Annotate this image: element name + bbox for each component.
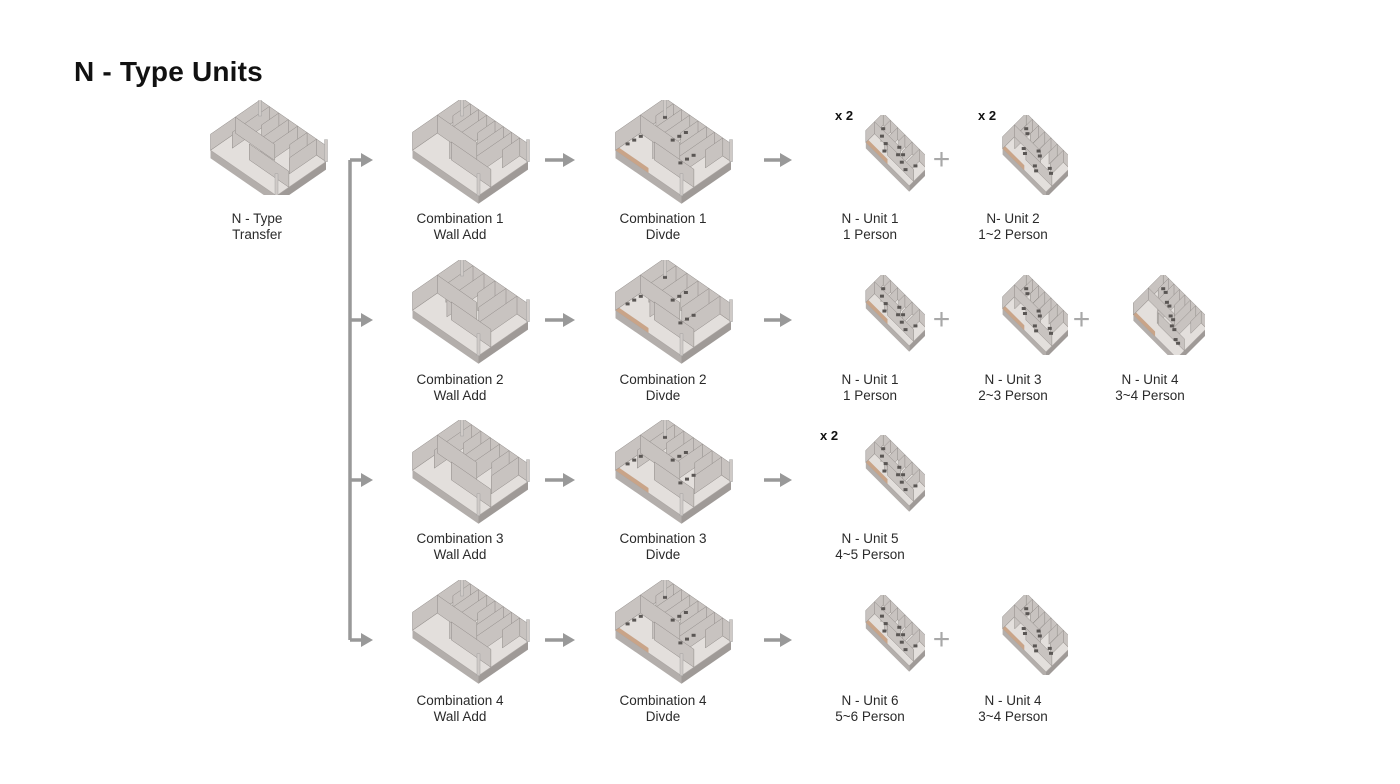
- unit-thumbnail-row-1-1: [865, 115, 925, 192]
- wall-label-row-1-line2: Wall Add: [433, 227, 487, 242]
- wall-plan-thumbnail-row-3: [411, 420, 530, 524]
- wall-label-row-4-line1: Combination 4: [416, 693, 504, 708]
- unit-label-row-3-1-line2: 4~5 Person: [835, 547, 905, 562]
- divide-label-row-4-line2: Divde: [645, 709, 681, 724]
- unit-label-row-2-3-line1: N - Unit 4: [1121, 372, 1179, 387]
- source-label-line2: Transfer: [232, 227, 282, 242]
- wall-label-row-3-line2: Wall Add: [433, 547, 487, 562]
- unit-label-row-2-3-line2: 3~4 Person: [1115, 388, 1185, 403]
- unit-label-row-1-2-line1: N- Unit 2: [986, 211, 1040, 226]
- wall-label-row-1-line1: Combination 1: [416, 211, 504, 226]
- branch-arrow-3: [350, 473, 373, 487]
- source-label-line1: N - Type: [231, 211, 283, 226]
- unit-thumbnail-row-2-1: [865, 275, 925, 352]
- divide-to-units-arrow-4: [764, 633, 792, 647]
- unit-thumbnail-row-4-1: [865, 595, 925, 672]
- plus-icon: +: [1072, 303, 1091, 336]
- wall-plan-thumbnail-row-2: [411, 260, 530, 364]
- branch-arrow-1: [350, 153, 373, 167]
- divide-to-units-arrow-1: [764, 153, 792, 167]
- divide-label-row-4-line1: Combination 4: [619, 693, 707, 708]
- divide-plan-thumbnail-row-3: [614, 420, 733, 524]
- unit-label-row-1-1-line1: N - Unit 1: [841, 211, 899, 226]
- plus-icon: +: [932, 143, 951, 176]
- unit-thumbnail-row-3-1: [865, 435, 925, 512]
- wall-label-row-4-line2: Wall Add: [433, 709, 487, 724]
- wall-label-row-2-line1: Combination 2: [416, 372, 504, 387]
- wall-to-divide-arrow-3: [545, 473, 575, 487]
- unit-thumbnail-row-4-2: [1002, 595, 1068, 675]
- unit-label-row-3-1-line1: N - Unit 5: [841, 531, 899, 546]
- divide-label-row-2-line1: Combination 2: [619, 372, 707, 387]
- unit-thumbnail-row-2-2: [1002, 275, 1068, 355]
- page-title: N - Type Units: [74, 56, 263, 87]
- wall-label-row-2-line2: Wall Add: [433, 388, 487, 403]
- branch-arrow-4: [350, 633, 373, 647]
- wall-label-row-3-line1: Combination 3: [416, 531, 504, 546]
- wall-to-divide-arrow-4: [545, 633, 575, 647]
- unit-label-row-2-1-line1: N - Unit 1: [841, 372, 899, 387]
- unit-multiplier-row-1-2: x 2: [978, 108, 997, 123]
- unit-label-row-4-2-line1: N - Unit 4: [984, 693, 1042, 708]
- divide-label-row-3-line1: Combination 3: [619, 531, 707, 546]
- unit-label-row-2-2-line2: 2~3 Person: [978, 388, 1048, 403]
- unit-multiplier-row-1-1: x 2: [835, 108, 854, 123]
- divide-label-row-1-line2: Divde: [645, 227, 681, 242]
- divide-label-row-2-line2: Divde: [645, 388, 681, 403]
- unit-thumbnail-row-1-2: [1002, 115, 1068, 195]
- unit-thumbnail-row-2-3: [1132, 275, 1205, 355]
- divide-to-units-arrow-3: [764, 473, 792, 487]
- divide-plan-thumbnail-row-1: [614, 100, 733, 204]
- source-plan-thumbnail: [209, 100, 328, 195]
- plus-icon: +: [932, 303, 951, 336]
- unit-label-row-4-2-line2: 3~4 Person: [978, 709, 1048, 724]
- unit-label-row-4-1-line1: N - Unit 6: [841, 693, 899, 708]
- plus-icon: +: [932, 623, 951, 656]
- unit-multiplier-row-3-1: x 2: [820, 428, 839, 443]
- unit-label-row-1-2-line2: 1~2 Person: [978, 227, 1048, 242]
- wall-plan-thumbnail-row-1: [411, 100, 530, 204]
- divide-plan-thumbnail-row-4: [614, 580, 733, 684]
- unit-label-row-2-1-line2: 1 Person: [842, 388, 898, 403]
- divide-to-units-arrow-2: [764, 313, 792, 327]
- unit-label-row-2-2-line1: N - Unit 3: [984, 372, 1042, 387]
- unit-label-row-4-1-line2: 5~6 Person: [835, 709, 905, 724]
- divide-label-row-3-line2: Divde: [645, 547, 681, 562]
- wall-to-divide-arrow-1: [545, 153, 575, 167]
- divide-label-row-1-line1: Combination 1: [619, 211, 707, 226]
- divide-plan-thumbnail-row-2: [614, 260, 733, 364]
- unit-label-row-1-1-line2: 1 Person: [842, 227, 898, 242]
- wall-to-divide-arrow-2: [545, 313, 575, 327]
- branch-arrow-2: [350, 313, 373, 327]
- wall-plan-thumbnail-row-4: [411, 580, 530, 684]
